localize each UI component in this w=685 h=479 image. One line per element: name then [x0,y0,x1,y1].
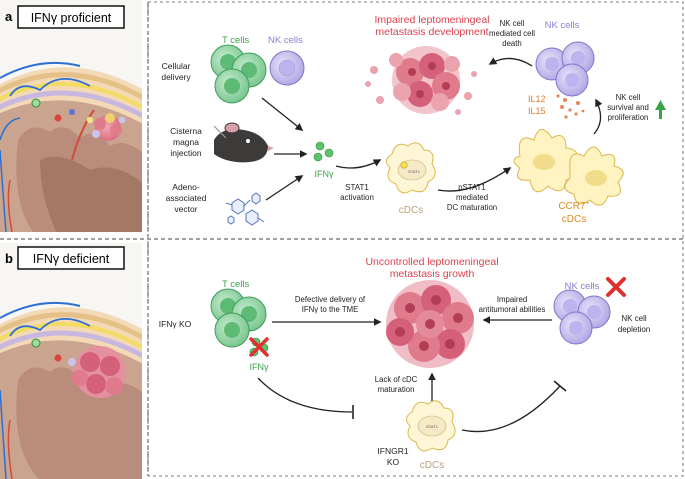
cellular-delivery-label-2: delivery [161,72,191,82]
t-cells-label-b: T cells [222,279,250,290]
cdc-b-stat1: STAT1 [426,424,439,429]
nk-cells-cluster-b [553,289,611,345]
nk-cell-top [269,50,305,86]
green-up-arrow-icon [655,100,666,119]
defective-label-1: Defective delivery of [295,295,366,304]
cellular-delivery-label-1: Cellular [162,61,191,71]
arrow-cellular-to-ifng [261,97,304,131]
inhibit-ifng-to-cdc [257,377,353,413]
pstat1-label-1: pSTAT1 [458,183,485,192]
ccr7-label: CCR7+ [558,200,589,212]
cisterna-label-3: injection [170,148,201,158]
nk-mediated-label-2: mediated cell [489,29,535,38]
ifng-ko-label: IFNγ KO [159,319,192,329]
aav-capsid-icon [225,192,265,226]
t-cells-cluster [210,44,267,104]
ifng-label-b: IFNγ [250,362,269,372]
cdc-a-stat1: STAT1 [408,169,421,174]
nk-survival-label-1: NK cell [616,93,641,102]
nk-cells-label-b: NK cells [565,281,600,292]
nk-cells-top-label: NK cells [268,35,303,46]
arrow-aav-to-ifng [265,175,304,201]
arrow-ccr7-to-nk [593,98,603,135]
nk-depletion-label-2: depletion [618,325,650,334]
brain-cross-section-icon [0,0,142,232]
il15-label: IL15 [528,106,546,116]
panel-a-header: IFNγ proficient [31,11,112,25]
t-cells-label: T cells [222,35,250,46]
brain-cross-section-b-icon [0,243,142,479]
pstat1-label-2: mediated [456,193,488,202]
panel-b-title-1: Uncontrolled leptomeningeal [365,256,498,268]
cdcs-label-b: cDCs [420,460,444,471]
arrow-cdc-to-ccr7 [437,167,512,192]
cdcs-label-a: cDCs [399,205,423,216]
tumor-mass-small [365,46,477,115]
red-cross-ifng-icon [249,337,269,357]
panel-b-header: IFNγ deficient [33,252,110,266]
pstat1-label-3: DC maturation [447,203,497,212]
cisterna-label-2: magna [173,137,199,147]
arrow-ifng-to-cdc [335,159,382,169]
cytokine-dots [556,92,585,119]
nk-depletion-label-1: NK cell [621,314,647,323]
inhibit-cdc-to-nk [461,385,561,433]
ifngr1-label-2: KO [387,457,400,467]
panel-a-title-1: Impaired leptomeningeal [375,14,490,26]
panel-b-header-box [17,246,125,270]
adeno-label-1: Adeno- [172,182,200,192]
nk-mediated-label-3: death [502,39,522,48]
panel-b-letter: b [5,251,13,266]
adeno-label-2: associated [166,193,207,203]
defective-label-2: IFNγ to the TME [302,305,359,314]
adeno-label-3: vector [174,204,197,214]
ifng-molecules [313,141,334,162]
nk-cells-right-cluster [535,41,595,97]
nk-survival-label-2: survival and [607,103,649,112]
panel-a-letter: a [5,9,13,24]
arrow-nk-to-tumor [488,57,533,67]
ccr7-cdcs-label: cDCs [562,214,586,225]
cdc-cell-a: STAT1 [386,142,436,194]
impaired-label-1: Impaired [497,295,527,304]
ifngr1-label-1: IFNGR1 [377,446,408,456]
nk-cells-right-label: NK cells [545,20,580,31]
mouse-head-icon [213,122,274,163]
lack-maturation-label-1: Lack of cDC [375,375,418,384]
t-cells-cluster-b [210,288,267,348]
stat1-activation-label-2: activation [340,193,374,202]
lack-maturation-label-2: maturation [378,385,415,394]
nk-mediated-label-1: NK cell [500,19,525,28]
panel-b-title-2: metastasis growth [390,268,475,280]
panel-a-title-2: metastasis development [375,26,488,38]
stat1-activation-label-1: STAT1 [345,183,369,192]
red-cross-nk-icon [606,277,626,297]
ccr7-cdcs-cluster [513,129,624,206]
il12-label: IL12 [528,94,546,104]
tumor-mass-large [386,280,474,368]
cdc-cell-b: STAT1 [406,400,456,452]
inhibit-bar-nk [553,380,567,392]
impaired-label-2: antitumoral abilities [479,305,546,314]
nk-survival-label-3: proliferation [608,113,649,122]
panel-a-header-box [17,5,125,29]
cisterna-label-1: Cisterna [170,126,202,136]
ifng-label: IFNγ [315,169,334,179]
